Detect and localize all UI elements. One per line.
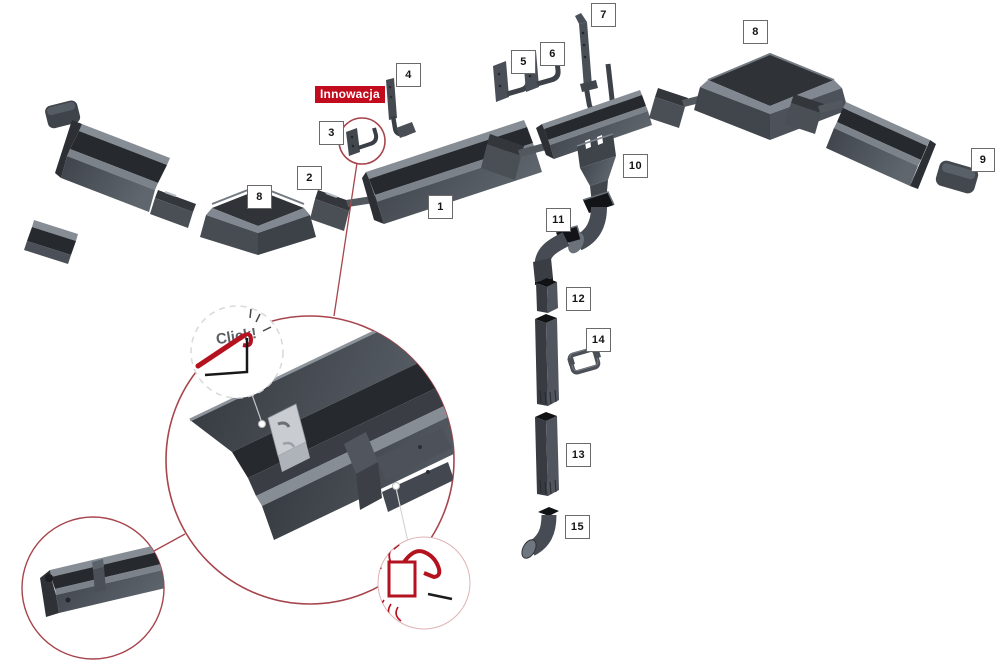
part-label-10: 10	[623, 154, 648, 178]
gutter-section-center	[536, 90, 652, 159]
pipe-section-upper	[535, 314, 559, 406]
profile-callout	[21, 516, 165, 660]
part-label-6: 6	[540, 42, 565, 66]
part-label-8-right: 8	[743, 20, 768, 44]
sketch-callout	[377, 536, 471, 630]
highlight-circle-part-3	[338, 117, 386, 165]
corner-element-right	[694, 52, 848, 140]
part-label-13: 13	[566, 443, 591, 467]
gutter-union-right-b	[785, 94, 844, 134]
pipe-clamp-14	[567, 347, 601, 375]
part-label-14: 14	[586, 328, 611, 352]
end-cap-left	[45, 100, 81, 129]
gutter-union-center	[481, 134, 550, 180]
part-label-1: 1	[428, 195, 453, 219]
callout-line-profile-to-detail	[153, 533, 186, 552]
part-label-8-left: 8	[247, 185, 272, 209]
part-label-2: 2	[297, 166, 322, 190]
gutter-section-left	[55, 120, 170, 212]
pipe-section-13	[535, 412, 559, 496]
click-callout: Click!	[190, 305, 284, 399]
gutter-section-right	[826, 102, 936, 189]
part-label-9: 9	[971, 148, 995, 172]
snap-bracket-3	[346, 127, 379, 156]
part-label-3: 3	[319, 121, 344, 145]
part-label-5: 5	[511, 50, 536, 74]
gutter-union-left	[150, 190, 196, 228]
gutter-stub-left-edge	[24, 220, 78, 264]
gutter-hook-7	[575, 13, 615, 113]
innovation-badge: Innowacja	[315, 86, 385, 103]
outlet-elbow-15	[521, 507, 559, 559]
pipe-section-12	[536, 278, 558, 313]
gutter-hook-4	[386, 78, 416, 138]
pipe-elbow-11a	[568, 191, 615, 254]
funnel-outlet-10	[576, 133, 616, 204]
detail-callout-main	[165, 315, 455, 605]
part-label-12: 12	[566, 287, 591, 311]
callout-line-bracket-to-detail	[333, 162, 358, 317]
gutter-union-right-a	[649, 88, 708, 128]
part-label-4: 4	[396, 63, 421, 87]
part-label-7: 7	[591, 3, 616, 27]
pipe-elbow-11b	[533, 225, 582, 285]
end-cap-9	[935, 160, 979, 194]
part-label-15: 15	[565, 515, 590, 539]
part-label-11: 11	[546, 208, 571, 232]
